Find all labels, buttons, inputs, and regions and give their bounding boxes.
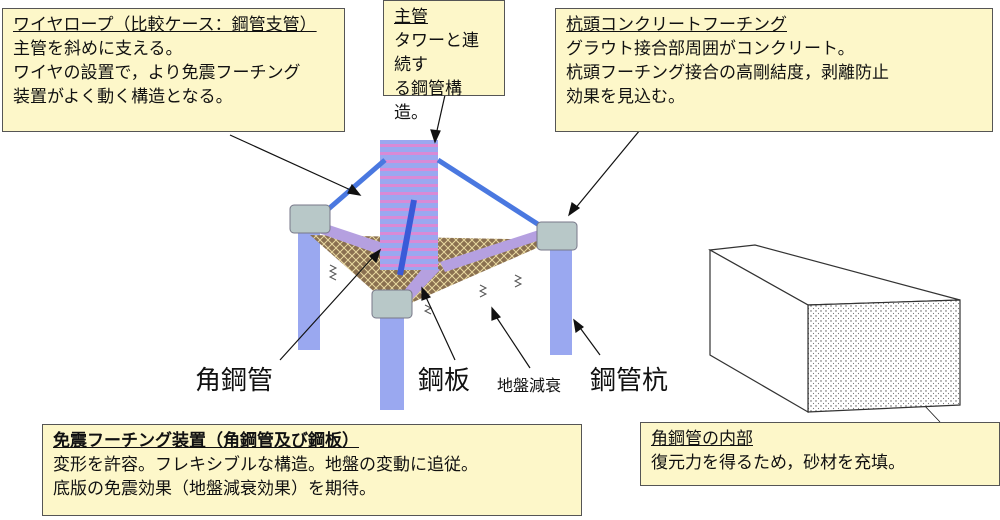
callout-line: 効果を見込む。 — [566, 87, 685, 107]
steel-pile-right — [550, 245, 572, 355]
label-steel-plate: 鋼板 — [418, 366, 471, 396]
pile-head-footing — [289, 204, 331, 234]
callout-line: 装置がよく動く構造となる。 — [13, 87, 233, 107]
pile-head-footing — [371, 289, 413, 319]
steel-pile-front — [380, 315, 404, 410]
spring-icon — [328, 264, 523, 315]
callout-title: ワイヤロープ（比較ケース：鋼管支管） — [13, 15, 317, 35]
callout-title: 免震フーチング装置（角鋼管及び鋼板） — [53, 431, 359, 451]
label-steel-pile: 鋼管杭 — [590, 366, 669, 396]
pile-head-footing — [536, 221, 578, 251]
wire-rope — [436, 157, 552, 235]
main-pipe-callout: 主管 タワーと連続す る鋼管構造。 — [383, 0, 505, 123]
callout-line: 主管を斜めに支える。 — [13, 39, 183, 59]
square-pipe-interior — [708, 244, 961, 414]
callout-line: 復元力を得るため，砂材を充填。 — [651, 453, 906, 473]
callout-title: 角鋼管の内部 — [651, 429, 753, 449]
label-square-pipe: 角鋼管 — [195, 366, 274, 396]
interior-callout: 角鋼管の内部 復元力を得るため，砂材を充填。 — [640, 422, 1000, 486]
callout-line: る鋼管構造。 — [394, 79, 462, 123]
square-pipe — [440, 228, 555, 272]
callout-line: 変形を許容。フレキシブルな構造。地盤の変動に追従。 — [53, 455, 478, 475]
callout-line: グラウト接合部周囲がコンクリート。 — [566, 39, 855, 59]
main-pipe — [380, 140, 438, 270]
wire-rope-callout: ワイヤロープ（比較ケース：鋼管支管） 主管を斜めに支える。 ワイヤの設置で，より… — [2, 8, 345, 132]
label-ground-damping: 地盤減衰 — [497, 376, 562, 395]
callout-title: 主管 — [394, 7, 428, 27]
callout-line: 杭頭フーチング接合の高剛結度，剥離防止 — [566, 63, 889, 83]
isolation-footing-callout: 免震フーチング装置（角鋼管及び鋼板） 変形を許容。フレキシブルな構造。地盤の変動… — [42, 424, 582, 516]
callout-line: タワーと連続す — [394, 31, 479, 75]
steel-pile-left — [298, 230, 320, 350]
pile-head-callout: 杭頭コンクリートフーチング グラウト接合部周囲がコンクリート。 杭頭フーチング接… — [555, 8, 993, 132]
callout-line: 底版の免震効果（地盤減衰効果）を期待。 — [53, 479, 376, 499]
callout-title: 杭頭コンクリートフーチング — [566, 15, 787, 35]
callout-line: ワイヤの設置で，より免震フーチング — [13, 63, 301, 83]
